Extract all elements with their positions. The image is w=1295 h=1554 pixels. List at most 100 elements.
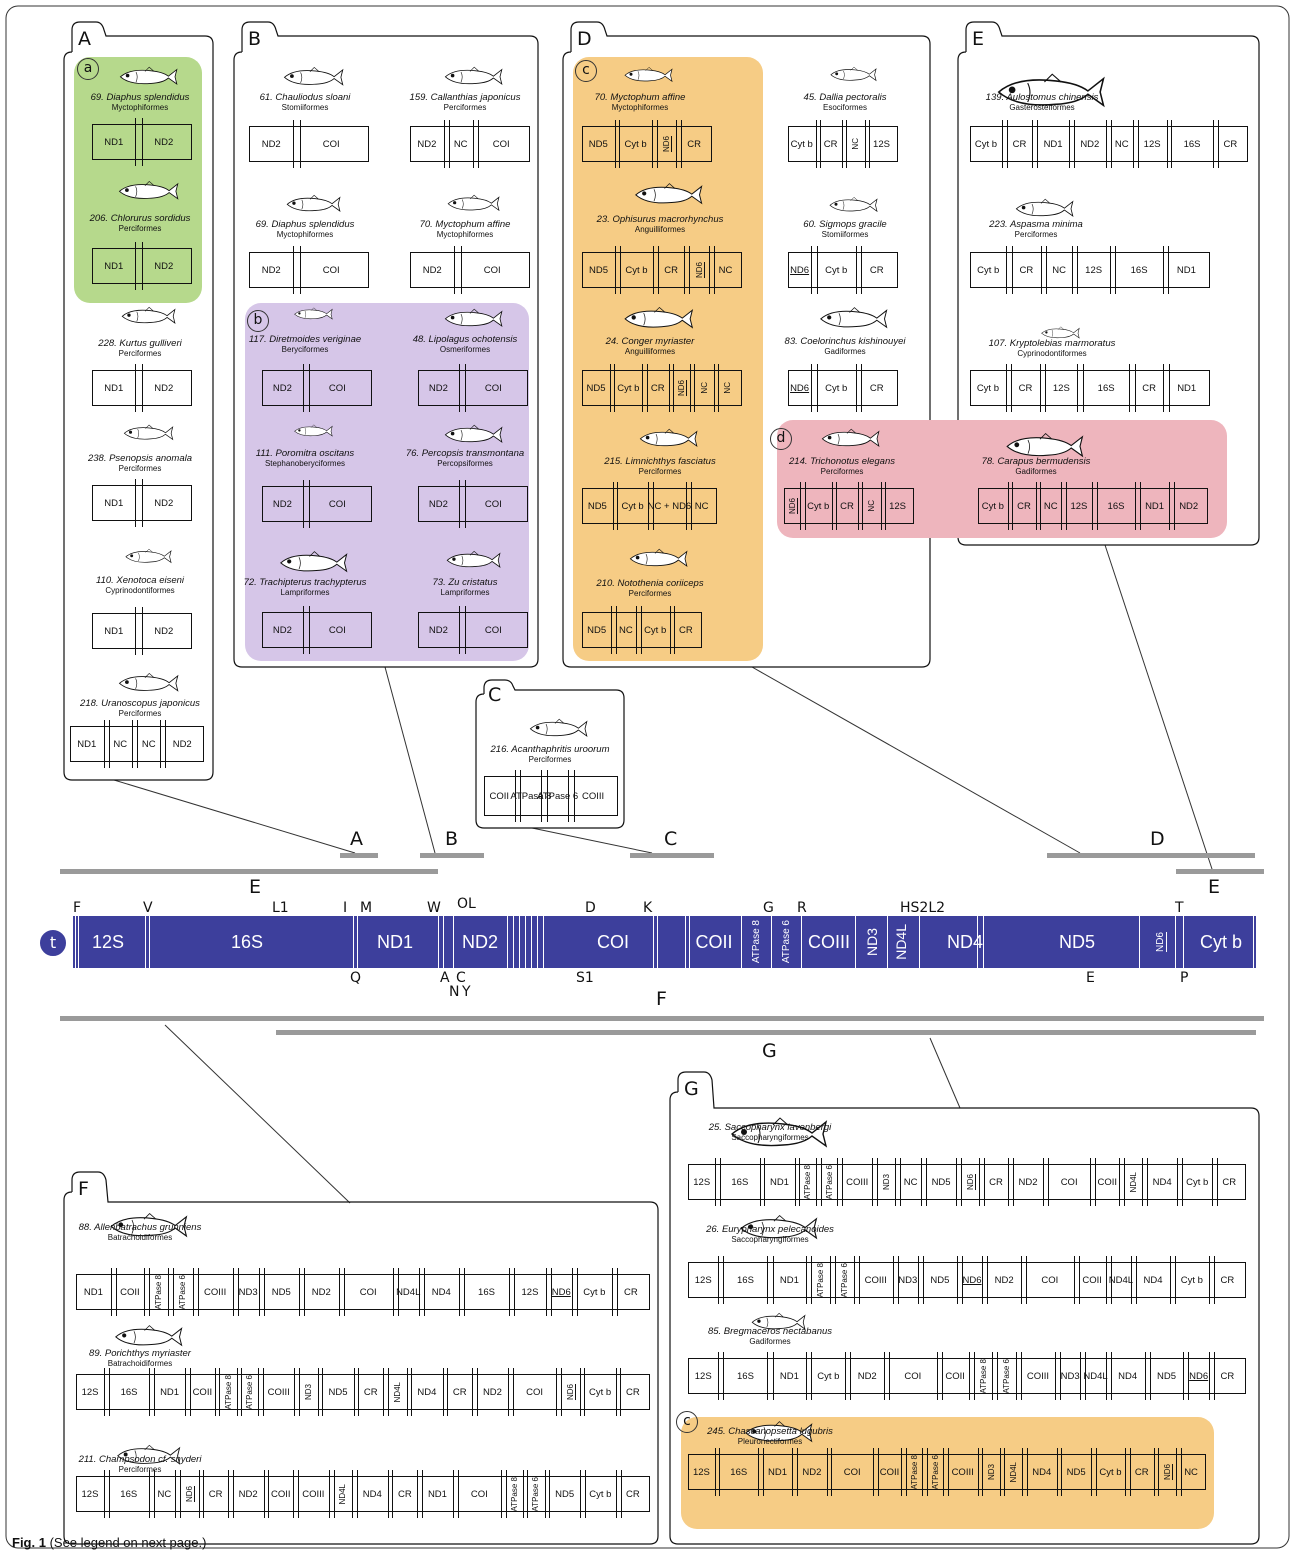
map-end	[978, 488, 979, 524]
gene-cell: COI	[461, 252, 523, 288]
gene-cell: Cyt b	[970, 370, 1006, 406]
fish-illustration	[122, 424, 174, 447]
map-end	[970, 370, 971, 406]
fish-illustration	[117, 672, 179, 699]
fish-illustration	[638, 428, 698, 454]
gene-cell: CR	[1217, 1164, 1241, 1200]
species-label: 69. Diaphus splendidusMyctophiformes	[60, 92, 220, 112]
map-end	[371, 486, 372, 522]
map-end	[418, 612, 419, 648]
gene-cell: COIII	[298, 1476, 329, 1512]
species-order: Perciformes	[762, 467, 922, 476]
main-gene-segment: COII	[687, 916, 741, 968]
species-order: Perciformes	[956, 230, 1116, 239]
gene-cell: CR	[674, 612, 697, 648]
map-end	[913, 488, 914, 524]
gene-cell: CR	[861, 252, 892, 288]
gene-cell: ATPase 6	[927, 1454, 943, 1490]
gene-cell: ND6	[551, 1274, 572, 1310]
species-name: 60. Sigmops gracile	[765, 219, 925, 230]
gene-cell: COI	[458, 1476, 501, 1512]
species-label: 73. Zu cristatusLampriformes	[385, 577, 545, 597]
fish-icon	[820, 428, 880, 449]
range-bar-d	[1047, 853, 1255, 858]
map-end	[371, 370, 372, 406]
map-end	[418, 370, 419, 406]
gene-cell: CR	[1135, 370, 1164, 406]
gene-cell: ND3	[898, 1262, 918, 1298]
gene-cell: ND2	[262, 486, 303, 522]
fish-icon	[278, 550, 348, 575]
gene-cell: NC	[1181, 1454, 1202, 1490]
gene-cell: ND4L	[1111, 1262, 1131, 1298]
main-trna-line	[657, 916, 658, 968]
gene-map: Cyt bCRNC12S	[788, 126, 898, 162]
main-trna-top: OL	[457, 896, 476, 912]
gene-cell: ND4L	[398, 1274, 419, 1310]
map-end	[582, 488, 583, 524]
fish-icon	[628, 548, 688, 569]
map-end	[262, 370, 263, 406]
species-name: 245. Chascanopsetta lugubris	[690, 1426, 850, 1437]
species-label: 111. Poromitra oscitansStephanoberycifor…	[225, 448, 385, 468]
gene-cell: COI	[465, 370, 522, 406]
gene-cell: ND1	[773, 1358, 807, 1394]
species-label: 215. Limnichthys fasciatusPerciformes	[580, 456, 740, 476]
gene-cell: COI	[300, 252, 362, 288]
panel-label-d: D	[577, 28, 592, 50]
gene-cell: ND4L	[1004, 1454, 1022, 1490]
map-end	[191, 370, 192, 406]
map-end	[970, 126, 971, 162]
species-order: Perciformes	[60, 349, 220, 358]
gene-cell: ND4L	[334, 1476, 353, 1512]
fish-illustration	[282, 66, 344, 93]
gene-map: ND5Cyt bCRND6NC	[582, 252, 742, 288]
panel-label-g: G	[684, 1078, 699, 1100]
map-end	[716, 488, 717, 524]
fish-illustration	[285, 194, 341, 219]
main-trna-line	[1261, 916, 1262, 968]
gene-cell: CR	[1130, 1454, 1154, 1490]
species-order: Myctophiformes	[560, 103, 720, 112]
map-end	[649, 1274, 650, 1310]
species-name: 61. Chauliodus sloani	[225, 92, 385, 103]
fish-icon	[622, 306, 694, 331]
species-label: 238. Psenopsis anomalaPerciformes	[60, 453, 220, 473]
fish-illustration	[829, 66, 877, 88]
gene-map: ND1NCNCND2	[70, 726, 204, 762]
species-name: 24. Conger myriaster	[570, 336, 730, 347]
gene-cell: ATPase 6	[527, 1476, 544, 1512]
gene-map: ND2COI	[418, 370, 528, 406]
species-name: 107. Kryptolebias marmoratus	[972, 338, 1132, 349]
species-order: Myctophiformes	[60, 103, 220, 112]
map-end	[191, 248, 192, 284]
panel-label-a: A	[78, 28, 91, 50]
fish-icon	[117, 672, 179, 694]
gene-cell: CR	[1007, 126, 1033, 162]
fish-icon	[118, 66, 178, 87]
gene-cell: ATPase 8	[220, 1374, 237, 1410]
gene-cell: 16S	[1171, 126, 1213, 162]
species-name: 89. Porichthys myriaster	[60, 1348, 220, 1359]
gene-cell: ND2	[249, 126, 293, 162]
species-label: 61. Chauliodus sloaniStomiiformes	[225, 92, 385, 112]
gene-cell: ND1	[154, 1374, 185, 1410]
fish-icon	[638, 428, 698, 449]
map-end	[897, 126, 898, 162]
fish-icon	[623, 66, 673, 84]
species-name: 69. Diaphus splendidus	[60, 92, 220, 103]
gene-cell: Cyt b	[1182, 1164, 1212, 1200]
gene-cell: ND1	[92, 613, 135, 649]
main-gene-segment: ND5	[1011, 916, 1143, 968]
species-name: 238. Psenopsis anomala	[60, 453, 220, 464]
panel-label-c: C	[488, 684, 501, 706]
gene-cell: ND2	[262, 612, 303, 648]
species-name: 159. Callanthias japonicus	[385, 92, 545, 103]
species-order: Cyprinodontiformes	[972, 349, 1132, 358]
main-trna-line	[685, 916, 686, 968]
gene-cell: ATPase 6	[547, 776, 568, 816]
fish-icon	[124, 548, 172, 565]
gene-cell: 12S	[688, 1454, 715, 1490]
map-end	[418, 486, 419, 522]
